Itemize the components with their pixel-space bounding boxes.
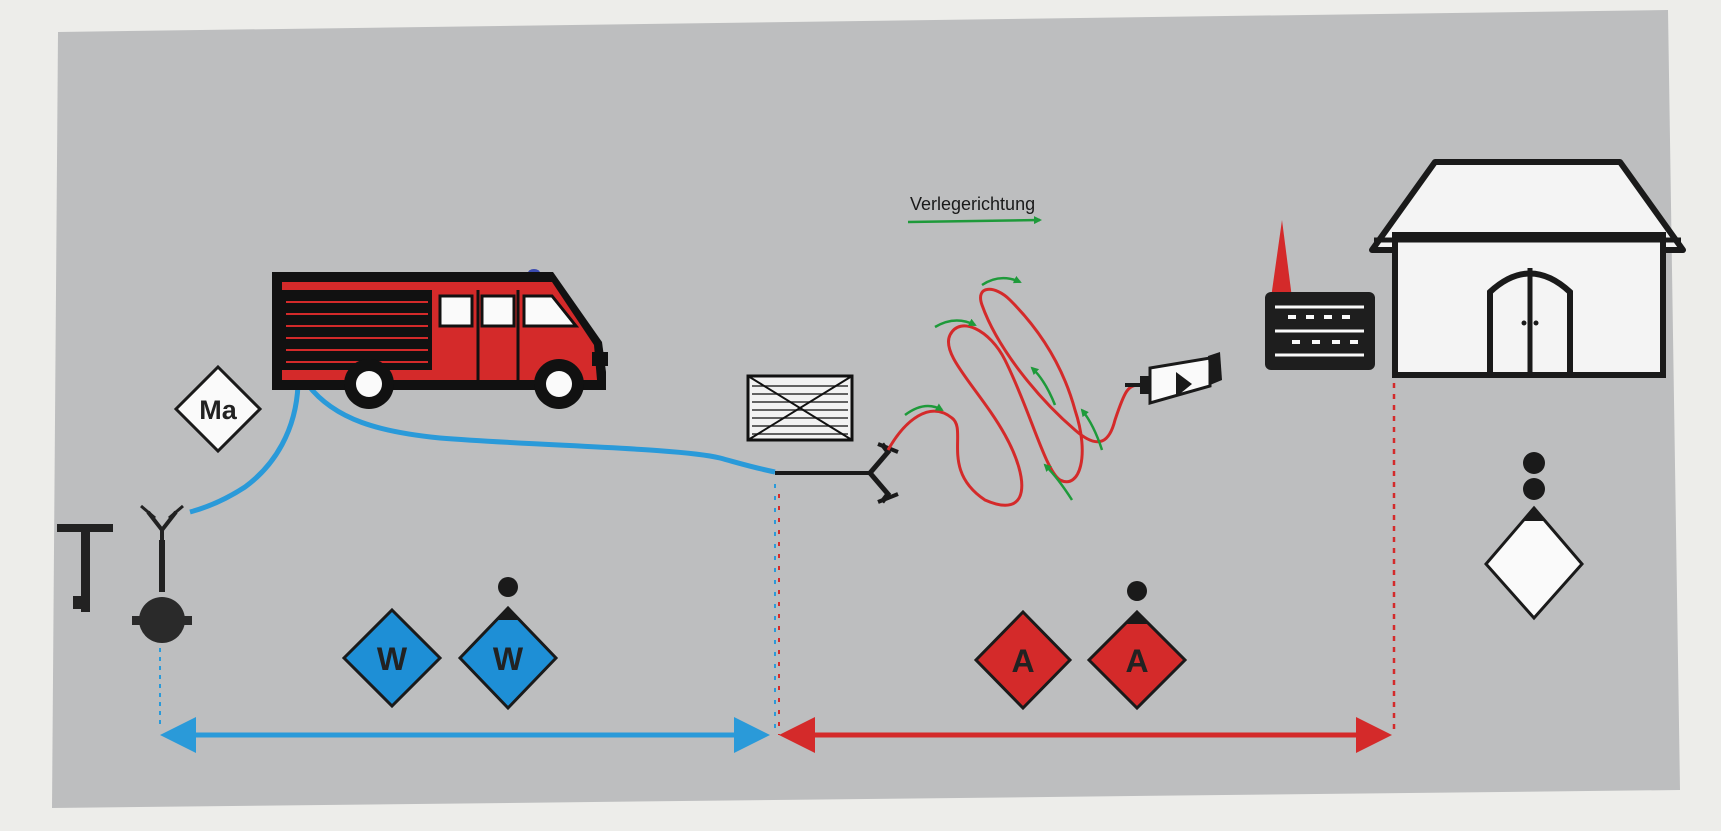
- machinist-sign: Ma: [173, 364, 263, 454]
- hydrant-key-icon: [57, 524, 113, 612]
- water-team-label-1: W: [377, 641, 408, 677]
- attack-team-leader: A: [1086, 581, 1188, 711]
- supply-hose-to-hydrant: [189, 384, 301, 515]
- building-icon: [1369, 159, 1686, 378]
- group-leader-icon: [1484, 452, 1584, 621]
- hydrant-icon: [132, 504, 192, 643]
- fire-truck-icon: [272, 269, 608, 409]
- distributor-icon: [868, 442, 899, 504]
- hose-box-icon: [746, 374, 854, 442]
- attack-team-label-2: A: [1125, 643, 1148, 679]
- laying-direction-legend: Verlegerichtung: [907, 194, 1042, 225]
- hose-direction-arrows: [904, 275, 1104, 501]
- direction-label: Verlegerichtung: [910, 194, 1035, 214]
- nozzle-icon: [1125, 352, 1222, 405]
- supply-hose-to-distributor: [306, 383, 776, 475]
- direction-arrow: [907, 216, 1042, 225]
- diagram-background: [52, 10, 1680, 808]
- machinist-label: Ma: [199, 395, 237, 425]
- water-team-member-1: W: [341, 607, 443, 709]
- fire-icon: [1265, 220, 1375, 370]
- attack-team-label-1: A: [1011, 643, 1034, 679]
- water-team-label-2: W: [493, 641, 524, 677]
- supply-range-arrow: [160, 717, 770, 753]
- water-team-leader: W: [457, 577, 559, 711]
- attack-range-arrow: [779, 717, 1392, 753]
- attack-team-member-1: A: [973, 609, 1073, 711]
